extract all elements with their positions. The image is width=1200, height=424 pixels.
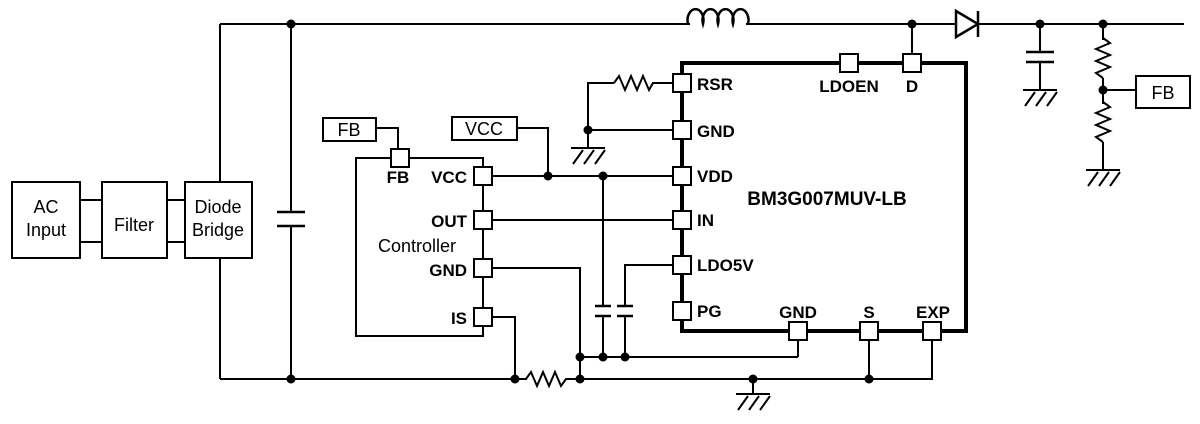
controller-pin-gnd xyxy=(473,258,493,278)
controller-pin-out xyxy=(473,210,493,230)
top-rail xyxy=(219,23,1184,182)
chip-pin-vdd xyxy=(672,166,692,186)
vdd-capacitor-symbol xyxy=(595,176,611,357)
junction-dot xyxy=(598,171,608,181)
rsr-branch xyxy=(587,73,673,148)
chip-pin-ldoen xyxy=(839,53,859,73)
chip-pin-d xyxy=(902,53,922,73)
chip-pin-gnd-label: GND xyxy=(697,122,735,141)
controller-gnd-wire xyxy=(492,267,581,379)
bulk-capacitor-symbol xyxy=(277,24,305,379)
controller-pin-out-label: OUT xyxy=(431,212,468,231)
junction-dot xyxy=(575,352,585,362)
chip-pin-pg xyxy=(672,301,692,321)
chip-pin-gnd-bottom-label: GND xyxy=(779,303,817,322)
wire xyxy=(587,82,614,130)
chip-pin-d-label: D xyxy=(906,77,918,96)
vcc-net-wire xyxy=(517,127,549,176)
is-wire xyxy=(492,316,516,379)
feedback-divider xyxy=(1093,24,1136,170)
junction-dot xyxy=(583,125,593,135)
ac-input-block xyxy=(11,181,81,259)
fb-net-wire xyxy=(376,127,399,149)
sense-resistor-symbol xyxy=(525,369,568,389)
chip-pin-squares xyxy=(672,53,942,341)
fb-output-label-box xyxy=(1135,75,1191,109)
chip-pin-ldoen-label: LDOEN xyxy=(819,77,879,96)
junction-dot xyxy=(748,374,758,384)
chip-pin-ldo5v xyxy=(672,255,692,275)
diode-bridge-label-line2: Bridge xyxy=(192,220,244,240)
junction-dot xyxy=(575,374,585,384)
chip-outline xyxy=(680,61,968,333)
chip-pin-in-label: IN xyxy=(697,211,714,230)
diode-symbol xyxy=(954,8,981,40)
controller-block xyxy=(355,157,484,337)
output-capacitor-symbol xyxy=(1026,24,1054,90)
junction-dot xyxy=(864,374,874,384)
diode-bridge-label-line1: Diode xyxy=(194,197,241,217)
chip-name: BM3G007MUV-LB xyxy=(747,189,906,210)
vcc-net-label: VCC xyxy=(465,119,503,139)
chip-pin-rsr-label: RSR xyxy=(697,75,733,94)
chip-pin-gnd-bottom xyxy=(788,321,808,341)
fb-output-label: FB xyxy=(1151,83,1174,103)
controller-pin-fb-label: FB xyxy=(387,168,410,187)
diode-anode-triangle xyxy=(954,8,981,40)
junction-dot xyxy=(620,352,630,362)
ground-symbol xyxy=(570,147,606,165)
junction-dot xyxy=(543,171,553,181)
junction-dot xyxy=(510,374,520,384)
inductor-symbol xyxy=(686,7,750,29)
ground-symbol xyxy=(1085,169,1121,187)
chip-pin-rsr xyxy=(672,73,692,93)
junction-dot xyxy=(598,352,608,362)
controller-label: Controller xyxy=(378,236,456,256)
junction-dot xyxy=(286,374,296,384)
chip-pin-exp xyxy=(922,321,942,341)
controller-wires xyxy=(492,175,673,379)
controller-pin-is-label: IS xyxy=(451,309,467,328)
ac-input-label-line2: Input xyxy=(26,220,66,240)
exp-pin-wire xyxy=(869,340,933,380)
ground-symbol xyxy=(1022,89,1058,107)
controller-pin-fb xyxy=(390,148,410,168)
diode-bridge-block xyxy=(184,181,253,259)
fb-net-label-box xyxy=(322,117,377,142)
junction-dot xyxy=(1098,85,1108,95)
chip-pin-gnd-left xyxy=(672,120,692,140)
chip-pin-in xyxy=(672,210,692,230)
ldo5v-capacitor-symbol xyxy=(617,264,673,357)
upper-resistor-symbol xyxy=(1093,37,1113,79)
ac-input-label-line1: AC xyxy=(33,197,58,217)
junction-dot xyxy=(1098,19,1108,29)
filter-block xyxy=(101,181,168,259)
junction-dot xyxy=(907,19,917,29)
filter-label: Filter xyxy=(114,215,154,235)
junction-dot xyxy=(1035,19,1045,29)
fb-net-label: FB xyxy=(337,120,360,140)
wire xyxy=(624,264,673,306)
chip-pin-s-label: S xyxy=(863,303,874,322)
chip-pin-exp-label: EXP xyxy=(916,303,950,322)
controller-pin-squares xyxy=(390,148,493,327)
controller-pin-gnd-label: GND xyxy=(429,261,467,280)
lower-resistor-symbol xyxy=(1093,101,1113,143)
block-wires xyxy=(80,199,185,243)
controller-pin-is xyxy=(473,307,493,327)
chip-pin-pg-label: PG xyxy=(697,302,722,321)
ground-symbol xyxy=(735,393,771,411)
chip-pin-ldo5v-label: LDO5V xyxy=(697,256,754,275)
rsr-resistor-symbol xyxy=(613,73,654,93)
junction-dot xyxy=(286,19,296,29)
controller-pin-vcc xyxy=(473,166,493,186)
controller-pin-vcc-label: VCC xyxy=(431,168,467,187)
chip-pin-s xyxy=(859,321,879,341)
junction-dots xyxy=(286,19,1108,384)
chip-pin-vdd-label: VDD xyxy=(697,167,733,186)
